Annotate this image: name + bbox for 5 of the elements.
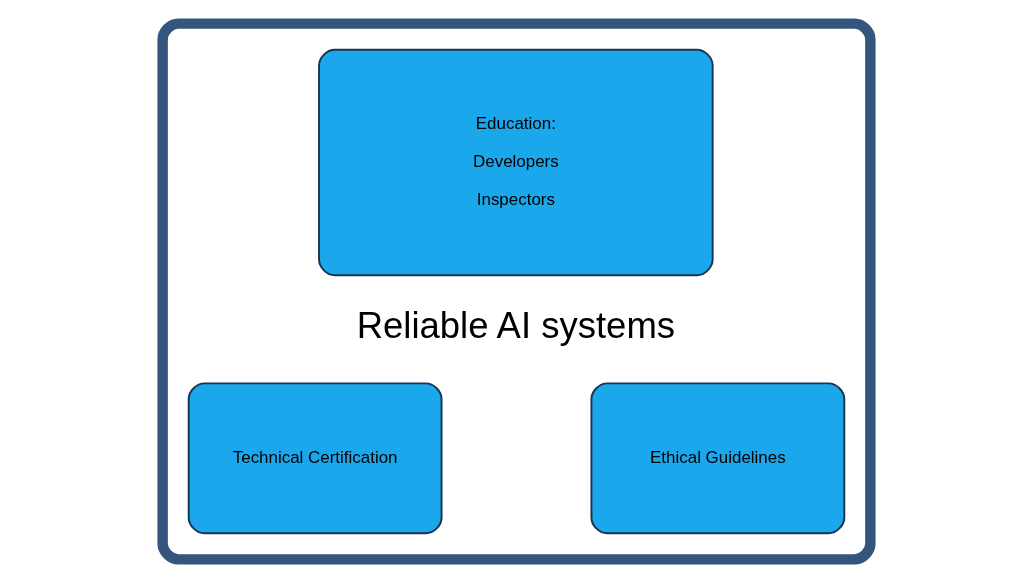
cluster <box>156 18 876 565</box>
label: Reliable AI systems <box>356 305 675 347</box>
node-box: Education: Developers Inspectors <box>317 48 714 277</box>
node-box: Technical Certification <box>187 382 443 535</box>
node-box: Ethical Guidelines <box>589 382 845 535</box>
